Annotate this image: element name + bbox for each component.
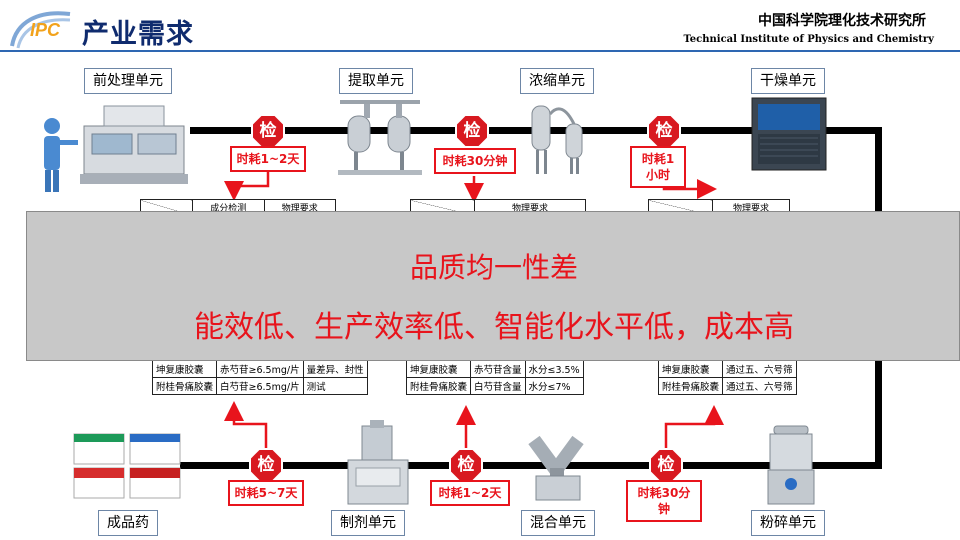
flow-line-bottom — [180, 462, 882, 469]
check-stop-sign-1: 检 — [251, 114, 285, 148]
product-medicine-boxes-image — [72, 430, 184, 502]
overlay-line-quality: 品质均一性差 — [409, 251, 578, 284]
unit-label-formulation: 制剂单元 — [331, 510, 405, 536]
time-box-mix-crush: 时耗30分钟 — [626, 480, 702, 522]
unit-label-crushing: 粉碎单元 — [751, 510, 825, 536]
unit-label-pretreatment: 前处理单元 — [84, 68, 172, 94]
table-row: 附桂骨痛胶囊通过五、六号筛 — [657, 377, 797, 395]
time-box-product-form: 时耗5~7天 — [228, 480, 304, 506]
table-row: 附桂骨痛胶囊白芍苷≥6.5mg/片测试 — [151, 377, 368, 395]
spec-table-left-body: 坤复康胶囊赤芍苷≥6.5mg/片量差异、封性 附桂骨痛胶囊白芍苷≥6.5mg/片… — [151, 360, 368, 395]
pretreatment-machine-image — [34, 96, 192, 196]
arrow-pretreat-extract — [224, 170, 270, 201]
check-stop-sign-3: 检 — [647, 114, 681, 148]
arrow-product-form — [224, 401, 268, 454]
time-box-extract-concentrate: 时耗30分钟 — [434, 148, 516, 174]
time-box-concentrate-dry: 时耗1小时 — [630, 146, 686, 188]
problem-overlay-panel: 品质均一性差 能效低、生产效率低、智能化水平低，成本高 — [26, 211, 960, 361]
unit-label-product: 成品药 — [98, 510, 158, 536]
drying-equipment-image — [750, 92, 828, 172]
concentration-equipment-image — [526, 94, 590, 178]
unit-label-mixing: 混合单元 — [521, 510, 595, 536]
arrow-mix-crush — [664, 405, 724, 454]
institute-name-en: Technical Institute of Physics and Chemi… — [683, 34, 935, 45]
check-stop-sign-2: 检 — [455, 114, 489, 148]
time-box-form-mix: 时耗1~2天 — [430, 480, 510, 506]
formulation-machine-image — [340, 420, 416, 508]
spec-table-middle-body: 坤复康胶囊赤芍苷含量水分≤3.5% 附桂骨痛胶囊白芍苷含量水分≤7% — [405, 360, 584, 395]
time-box-pretreat-extract: 时耗1~2天 — [230, 146, 306, 172]
check-stop-sign-6: 检 — [649, 448, 683, 482]
mixing-machine-image — [516, 432, 602, 504]
institute-name-cn: 中国科学院理化技术研究所 — [758, 13, 926, 29]
spec-table-right-body: 坤复康胶囊通过五、六号筛 附桂骨痛胶囊通过五、六号筛 — [657, 360, 797, 395]
extraction-equipment-image — [334, 94, 426, 178]
page-title: 产业需求 — [82, 19, 194, 50]
check-stop-sign-5: 检 — [449, 448, 483, 482]
table-row: 附桂骨痛胶囊白芍苷含量水分≤7% — [405, 377, 584, 395]
unit-label-concentration: 浓缩单元 — [520, 68, 594, 94]
crushing-machine-image — [760, 420, 822, 508]
table-row: 坤复康胶囊通过五、六号筛 — [657, 360, 797, 378]
svg-text:IPC: IPC — [30, 20, 61, 40]
unit-label-drying: 干燥单元 — [751, 68, 825, 94]
overlay-line-efficiency: 能效低、生产效率低、智能化水平低，成本高 — [194, 310, 794, 345]
table-row: 坤复康胶囊赤芍苷≥6.5mg/片量差异、封性 — [151, 360, 368, 378]
check-stop-sign-4: 检 — [249, 448, 283, 482]
unit-label-extraction: 提取单元 — [339, 68, 413, 94]
ipc-logo: IPC — [8, 6, 74, 50]
table-row: 坤复康胶囊赤芍苷含量水分≤3.5% — [405, 360, 584, 378]
header-rule — [0, 50, 960, 52]
